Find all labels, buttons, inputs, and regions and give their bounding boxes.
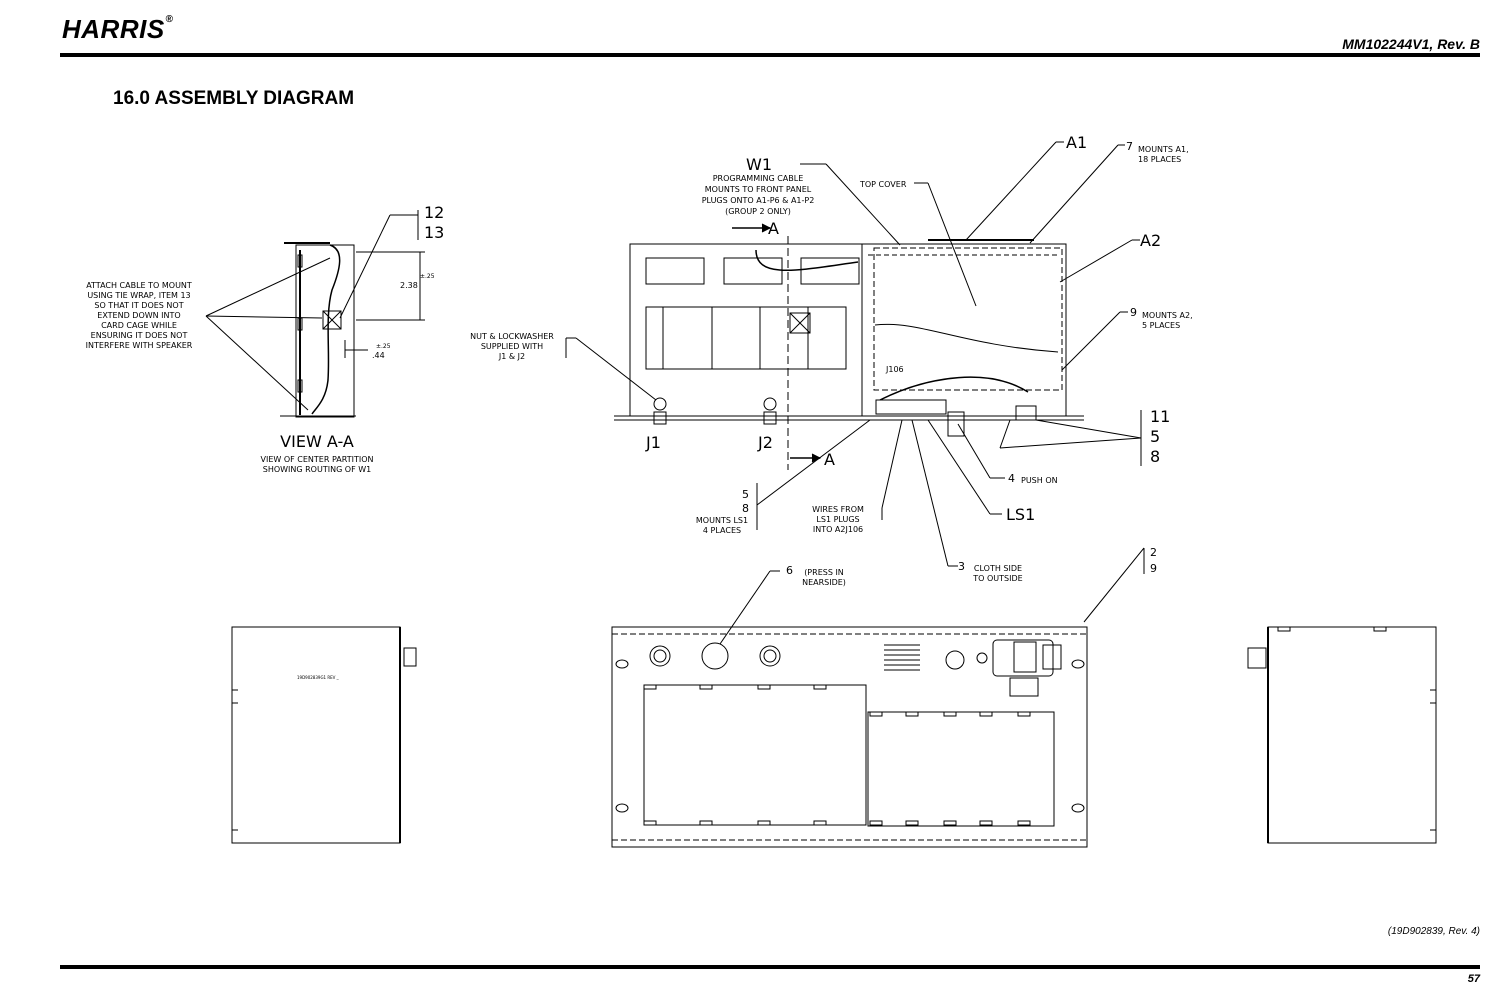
- ls1-mount-callout-5: 5: [742, 488, 749, 501]
- ls1-mount-callout-8: 8: [742, 502, 749, 515]
- drawing-reference: (19D902839, Rev. 4): [1387, 926, 1480, 937]
- card-cover-left: [643, 684, 867, 826]
- tie-wrap-note-7: INTERFERE WITH SPEAKER: [86, 341, 193, 350]
- j106-label: J106: [885, 365, 904, 374]
- section-a-top: A: [768, 219, 779, 238]
- card-cover-right: [867, 711, 1055, 827]
- a1-label: A1: [1066, 133, 1087, 152]
- a2-mount-note-1: MOUNTS A2,: [1142, 311, 1193, 320]
- harris-logo: HARRIS®: [62, 14, 174, 45]
- view-aa-caption-2: SHOWING ROUTING OF W1: [263, 465, 372, 474]
- tie-wrap-note-2: USING TIE WRAP, ITEM 13: [87, 291, 190, 300]
- cloth-callout: 3: [958, 560, 965, 573]
- right-side-panel: [1267, 626, 1437, 844]
- a2-mount-note-2: 5 PLACES: [1142, 321, 1180, 330]
- w1-note-3: PLUGS ONTO A1-P6 & A1-P2: [702, 196, 815, 205]
- callout-12: 12: [424, 203, 444, 222]
- callout-9: 9: [1150, 562, 1157, 575]
- push-on-callout: 4: [1008, 472, 1015, 485]
- wires-note-3: INTO A2J106: [813, 525, 863, 534]
- volume-knob: [945, 650, 965, 670]
- dimension-2-38: 2.38: [400, 281, 418, 290]
- card-cage: [645, 306, 847, 370]
- wires-note-1: WIRES FROM: [812, 505, 864, 514]
- page-number: 57: [1467, 973, 1480, 985]
- section-a-bottom: A: [824, 450, 835, 469]
- push-on-label: PUSH ON: [1021, 476, 1058, 485]
- w1-note-1: PROGRAMMING CABLE: [713, 174, 804, 183]
- top-view: [565, 141, 1142, 567]
- j2-label: J2: [757, 433, 773, 452]
- a1-mount-callout: 7: [1126, 140, 1133, 153]
- ls1-label: LS1: [1006, 505, 1035, 524]
- tie-wrap-note-4: EXTEND DOWN INTO: [97, 311, 180, 320]
- card-slot-2: [723, 257, 783, 285]
- side-label-plate: 19D902839G1 REV _: [297, 675, 340, 680]
- a2-board: [873, 247, 1063, 391]
- right-side-view: [1247, 626, 1437, 844]
- w1-label: W1: [746, 155, 772, 174]
- tie-wrap-mount: [322, 310, 342, 330]
- left-side-view: [231, 626, 417, 844]
- cloth-note-1: CLOTH SIDE: [974, 564, 1022, 573]
- card-slot-3: [800, 257, 860, 285]
- tie-wrap-note-6: ENSURING IT DOES NOT: [91, 331, 188, 340]
- logo-text: HARRIS: [62, 14, 165, 44]
- front-view: [611, 547, 1145, 848]
- card-slot-1: [645, 257, 705, 285]
- registered-mark: ®: [165, 14, 174, 25]
- ls1-mount-note-2: 4 PLACES: [703, 526, 741, 535]
- callout-8: 8: [1150, 447, 1160, 466]
- nut-lockwasher-note-2: SUPPLIED WITH: [481, 342, 543, 351]
- tie-wrap-note-5: CARD CAGE WHILE: [101, 321, 177, 330]
- header-rule: [60, 53, 1480, 57]
- document-number: MM102244V1, Rev. B: [1342, 36, 1480, 52]
- callout-2: 2: [1150, 546, 1157, 559]
- press-in-callout: 6: [786, 564, 793, 577]
- callout-11: 11: [1150, 407, 1170, 426]
- nut-lockwasher-note-1: NUT & LOCKWASHER: [470, 332, 554, 341]
- j1-label: J1: [645, 433, 661, 452]
- tie-wrap-note-1: ATTACH CABLE TO MOUNT: [86, 281, 192, 290]
- front-panel: [611, 626, 1088, 848]
- dimension-0-44: .44: [372, 351, 385, 360]
- ls1-mount-note-1: MOUNTS LS1: [696, 516, 748, 525]
- center-partition: [295, 244, 355, 418]
- press-in-fastener: [701, 642, 729, 670]
- w1-note-4: (GROUP 2 ONLY): [725, 207, 791, 216]
- a2-mount-callout: 9: [1130, 306, 1137, 319]
- nut-lockwasher-note-3: J1 & J2: [498, 352, 525, 361]
- dimension-2-38-tolerance: ±.25: [420, 273, 435, 280]
- a1-mount-note-2: 18 PLACES: [1138, 155, 1181, 164]
- top-cover-label: TOP COVER: [859, 180, 907, 189]
- callout-13: 13: [424, 223, 444, 242]
- a1-mount-note-1: MOUNTS A1,: [1138, 145, 1189, 154]
- cloth-note-2: TO OUTSIDE: [972, 574, 1022, 583]
- wires-note-2: LS1 PLUGS: [816, 515, 859, 524]
- tie-wrap-note-3: SO THAT IT DOES NOT: [94, 301, 183, 310]
- view-aa-label: VIEW A-A: [280, 432, 354, 451]
- w1-note-2: MOUNTS TO FRONT PANEL: [705, 185, 812, 194]
- callout-5: 5: [1150, 427, 1160, 446]
- page-title: 16.0 ASSEMBLY DIAGRAM: [113, 88, 355, 109]
- press-in-note-2: NEARSIDE): [802, 578, 846, 587]
- a2-label: A2: [1140, 231, 1161, 250]
- view-aa-caption-1: VIEW OF CENTER PARTITION: [261, 455, 374, 464]
- press-in-note-1: (PRESS IN: [804, 568, 844, 577]
- dimension-0-44-tolerance: ±.25: [376, 343, 391, 350]
- left-side-panel: [231, 626, 401, 844]
- view-aa: [205, 210, 425, 418]
- footer-rule: [60, 965, 1480, 969]
